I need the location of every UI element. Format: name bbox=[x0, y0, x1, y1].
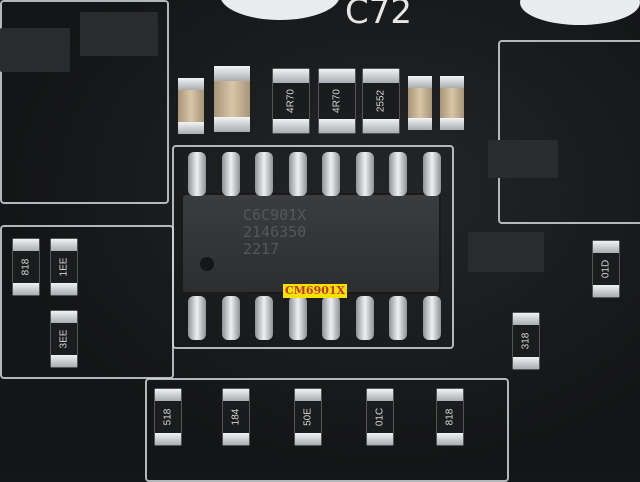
chip-line: 2146350 bbox=[243, 223, 307, 241]
chip-pin bbox=[221, 152, 240, 196]
trace bbox=[498, 40, 640, 224]
capacitor bbox=[408, 76, 432, 130]
resistor-code: 50E bbox=[302, 408, 314, 426]
chip-pin bbox=[221, 296, 240, 340]
resistor: 184 bbox=[222, 388, 250, 446]
capacitor bbox=[214, 66, 250, 132]
resistor: 01C bbox=[366, 388, 394, 446]
capacitor bbox=[178, 78, 204, 134]
resistor: 4R70 bbox=[318, 68, 356, 134]
resistor-code: 318 bbox=[520, 332, 532, 350]
transistor bbox=[488, 140, 558, 178]
resistor: 1EE bbox=[50, 238, 78, 296]
chip-pin bbox=[188, 296, 206, 340]
resistor: 518 bbox=[154, 388, 182, 446]
chip-pin bbox=[288, 296, 307, 340]
trace bbox=[0, 225, 174, 379]
resistor-code: 3EE bbox=[58, 329, 70, 349]
chip-line: C6C901X bbox=[243, 206, 307, 224]
resistor: 01D bbox=[592, 240, 620, 298]
chip-pin bbox=[322, 296, 340, 340]
chip-pin bbox=[389, 152, 407, 196]
chip-pin bbox=[288, 152, 307, 196]
chip-pin bbox=[422, 152, 441, 196]
transistor bbox=[80, 12, 158, 56]
resistor-code: 818 bbox=[444, 408, 456, 426]
transistor bbox=[468, 232, 544, 272]
resistor: 4R70 bbox=[272, 68, 310, 134]
transistor bbox=[0, 28, 70, 72]
chip-pin bbox=[255, 152, 273, 196]
white-component bbox=[520, 0, 640, 25]
resistor-code: 01D bbox=[600, 259, 612, 279]
chip-line: 2217 bbox=[243, 240, 280, 258]
resistor: 3EE bbox=[50, 310, 78, 368]
resistor-code: 01C bbox=[374, 407, 386, 427]
resistor-code: 4R70 bbox=[331, 89, 343, 113]
resistor: 318 bbox=[512, 312, 540, 370]
chip-pin bbox=[188, 152, 206, 196]
resistor: 2552 bbox=[362, 68, 400, 134]
chip-pin bbox=[355, 296, 374, 340]
pin1-marker bbox=[200, 257, 214, 271]
resistor: 818 bbox=[436, 388, 464, 446]
chip-pin bbox=[355, 152, 374, 196]
chip-pin bbox=[255, 296, 273, 340]
capacitor bbox=[440, 76, 464, 130]
chip-body-text: C6C901X 2146350 2217 bbox=[243, 207, 306, 258]
resistor-code: 4R70 bbox=[285, 89, 297, 113]
chip-pin bbox=[422, 296, 441, 340]
resistor: 50E bbox=[294, 388, 322, 446]
resistor-code: 184 bbox=[230, 408, 242, 426]
silkscreen-label: C72 bbox=[345, 0, 413, 32]
resistor-code: 1EE bbox=[58, 257, 70, 277]
ic-chip: C6C901X 2146350 2217 bbox=[183, 195, 439, 292]
resistor-code: 2552 bbox=[375, 89, 387, 113]
chip-pin bbox=[322, 152, 340, 196]
resistor-code: 818 bbox=[20, 258, 32, 276]
trace bbox=[0, 0, 169, 204]
resistor: 818 bbox=[12, 238, 40, 296]
resistor-code: 518 bbox=[162, 408, 174, 426]
white-component bbox=[220, 0, 340, 20]
chip-marking-label: CM6901X bbox=[283, 284, 348, 298]
chip-pin bbox=[389, 296, 407, 340]
